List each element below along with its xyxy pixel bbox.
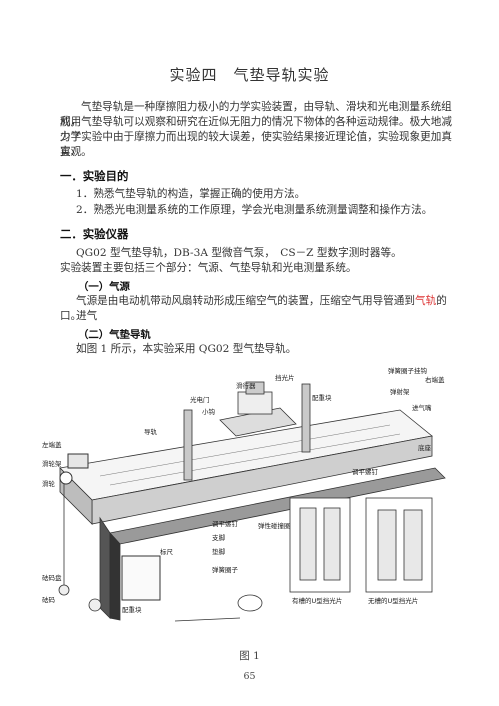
- intro-line-3: 力学实验中由于摩擦力而出现的较大误差，使实验结果接近理论值，实验现象更加真实、: [60, 131, 452, 158]
- section-heading-purpose: 一．实验目的: [60, 169, 129, 183]
- label-scale: 标尺: [160, 547, 174, 556]
- label-pulley: 滑轮: [42, 479, 56, 488]
- left-pulley: [59, 453, 89, 485]
- label-spring-hook: 弹簧圈子挂钩: [388, 366, 428, 375]
- label-counterweight-block: 配重块: [122, 605, 142, 614]
- intro-line-1: 气垫导轨是一种摩擦阻力极小的力学实验装置，由导轨、滑块和光电测量系统组成，: [60, 101, 452, 128]
- u-baffle-slotted: [289, 497, 351, 593]
- page-title: 实验四 气垫导轨实验: [169, 66, 330, 84]
- label-counterweight: 配重块: [312, 393, 332, 402]
- label-slider: 滑行器: [236, 381, 256, 390]
- label-level-screw-right: 调平螺钉: [352, 467, 379, 476]
- label-spring-ring: 弹簧圈子: [212, 565, 239, 574]
- label-right-pulley: 右端盖: [425, 375, 445, 384]
- label-spring-collision: 弹性碰撞圈: [258, 521, 291, 530]
- slider: [219, 381, 297, 437]
- page-number: 65: [243, 671, 256, 682]
- u-baffle-plain: [365, 497, 433, 593]
- label-support: 支脚: [212, 533, 226, 542]
- label-slit-a: 有槽的U型挡光片: [292, 596, 342, 605]
- label-weight-bucket: 砝码盘: [42, 573, 62, 582]
- air-source-text: 气源是由电动机带动风扇转动形成压缩空气的装置，压缩空气用导管通到气轨的进气: [76, 295, 447, 322]
- subheading-air-source: （一）气源: [78, 281, 130, 293]
- label-base: 底座: [418, 443, 432, 452]
- weight-hanger: [58, 484, 102, 612]
- label-gasket: 垫脚: [212, 547, 226, 556]
- label-reflect: 弹射架: [390, 387, 410, 396]
- spring-ring-item: [174, 594, 263, 622]
- air-track-text: 如图 1 所示，本实验采用 QG02 型气垫导轨。: [76, 343, 297, 355]
- label-baffle: 挡光片: [275, 373, 295, 382]
- label-rail: 导轨: [144, 427, 158, 436]
- purpose-item-1: 1．熟悉气垫导轨的构造，掌握正确的使用方法。: [76, 188, 306, 200]
- rail-body: [59, 409, 446, 621]
- purpose-item-2: 2．熟悉光电测量系统的工作原理，学会光电测量系统测量调整和操作方法。: [76, 204, 433, 216]
- label-small-hook: 小钩: [202, 407, 216, 416]
- equipment-line-1: QG02 型气垫导轨，DB-3A 型微音气泵， CS－Z 型数字测时器等。: [76, 247, 402, 259]
- label-air-inlet: 进气嘴: [412, 403, 432, 412]
- label-left-cap: 左端盖: [42, 440, 62, 449]
- label-slit-b: 无槽的U型挡光片: [368, 596, 418, 605]
- section-heading-equipment: 二．实验仪器: [60, 227, 129, 241]
- label-weight: 砝码: [42, 595, 56, 604]
- label-pulley-frame: 滑轮架: [42, 459, 62, 468]
- air-source-text-end: 口。: [60, 310, 82, 322]
- label-level-screw-left: 调平螺钉: [212, 519, 239, 528]
- intro-line-4: 直观。: [60, 146, 92, 158]
- label-photogate: 光电门: [190, 395, 210, 404]
- counterweight-block: [121, 555, 161, 601]
- intro-line-2: 利用气垫导轨可以观察和研究在近似无阻力的情况下物体的各种运动规律。极大地减少了: [60, 116, 452, 143]
- photogate: [183, 383, 311, 481]
- equipment-line-2: 实验装置主要包括三个部分：气源、气垫导轨和光电测量系统。: [60, 262, 357, 274]
- air-track-diagram: 弹簧圈子挂钩 右端盖 弹射架 进气嘴 挡光片 滑行器 配重块 光电门 小钩 左端…: [42, 366, 446, 622]
- subheading-air-track: （二）气垫导轨: [78, 329, 151, 341]
- figure-caption: 图 1: [239, 650, 260, 662]
- rail-term: 气轨: [415, 295, 437, 307]
